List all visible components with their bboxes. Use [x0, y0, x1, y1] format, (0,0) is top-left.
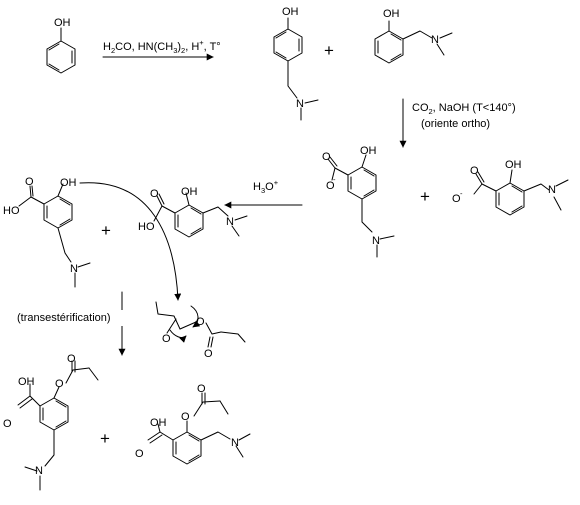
ortho-propanoate-product: O O OH O N	[135, 383, 251, 465]
ortho-salicylic-acid: OH O HO N	[138, 186, 248, 238]
svg-text:O: O	[322, 151, 331, 163]
para-aminomethyl-phenol: OH N	[273, 6, 319, 121]
reaction-arrow-2: CO2, NaOH (T<140°) (oriente ortho)	[399, 98, 516, 148]
svg-text:O: O	[181, 411, 190, 423]
svg-text:O: O	[55, 378, 64, 390]
svg-text:N: N	[372, 235, 380, 247]
nucleophilic-attack-arrow	[79, 182, 182, 301]
svg-text:N: N	[296, 98, 304, 110]
svg-text:OH: OH	[18, 376, 35, 388]
svg-text:O: O	[197, 383, 206, 395]
svg-text:N: N	[70, 263, 78, 275]
svg-text:O: O	[135, 448, 144, 460]
para-salicylic-acid: OH O HO N	[3, 176, 91, 288]
para-carboxylate-salt: OH O O - N	[322, 145, 395, 258]
svg-text:N: N	[35, 465, 43, 477]
svg-text:OH: OH	[360, 145, 377, 157]
svg-text:O: O	[452, 193, 461, 205]
reaction-arrow-3: H3O+	[224, 178, 303, 209]
svg-text:O: O	[470, 165, 479, 177]
svg-text:N: N	[231, 437, 239, 449]
reaction-4-label: (transestérification)	[17, 312, 111, 324]
svg-text:OH: OH	[383, 8, 400, 20]
svg-text:O: O	[25, 176, 34, 188]
svg-text:O: O	[196, 316, 205, 328]
svg-text:OH: OH	[150, 417, 167, 429]
svg-text:N: N	[548, 184, 556, 196]
plus-sign: +	[100, 429, 110, 448]
svg-text:OH: OH	[505, 159, 522, 171]
reaction-arrow-4: (transestérification)	[15, 291, 126, 356]
svg-text:-: -	[460, 189, 463, 198]
reaction-2-note: (oriente ortho)	[421, 118, 490, 130]
reaction-1-conditions: H2CO, HN(CH3)2, H+, T°	[103, 38, 221, 55]
atom-label-oh: OH	[54, 17, 71, 29]
svg-text:O: O	[204, 348, 213, 360]
reaction-3-conditions: H3O+	[253, 178, 279, 195]
reaction-arrow-1: H2CO, HN(CH3)2, H+, T°	[102, 38, 221, 61]
svg-text:OH: OH	[181, 186, 198, 198]
svg-text:O: O	[326, 180, 335, 192]
svg-text:HO: HO	[138, 221, 155, 233]
svg-text:O: O	[162, 333, 171, 345]
phenol-molecule: OH	[46, 17, 76, 74]
ortho-aminomethyl-phenol: OH N	[374, 8, 453, 64]
svg-text:O: O	[150, 188, 159, 200]
svg-text:O: O	[3, 418, 12, 430]
svg-text:O: O	[67, 353, 76, 365]
svg-text:HO: HO	[3, 205, 20, 217]
plus-sign: +	[324, 41, 334, 60]
svg-text:OH: OH	[60, 177, 77, 189]
para-propanoate-product: O O OH O N	[3, 353, 99, 491]
svg-text:N: N	[226, 216, 234, 228]
plus-sign: +	[101, 221, 111, 240]
propanoic-anhydride: O O O	[155, 301, 246, 360]
plus-sign: +	[420, 187, 430, 206]
svg-text:OH: OH	[282, 6, 299, 18]
svg-text:N: N	[431, 34, 439, 46]
reaction-2-conditions: CO2, NaOH (T<140°)	[412, 102, 516, 116]
svg-text:-: -	[333, 175, 336, 184]
ortho-carboxylate-salt: OH O O - N	[452, 159, 569, 216]
